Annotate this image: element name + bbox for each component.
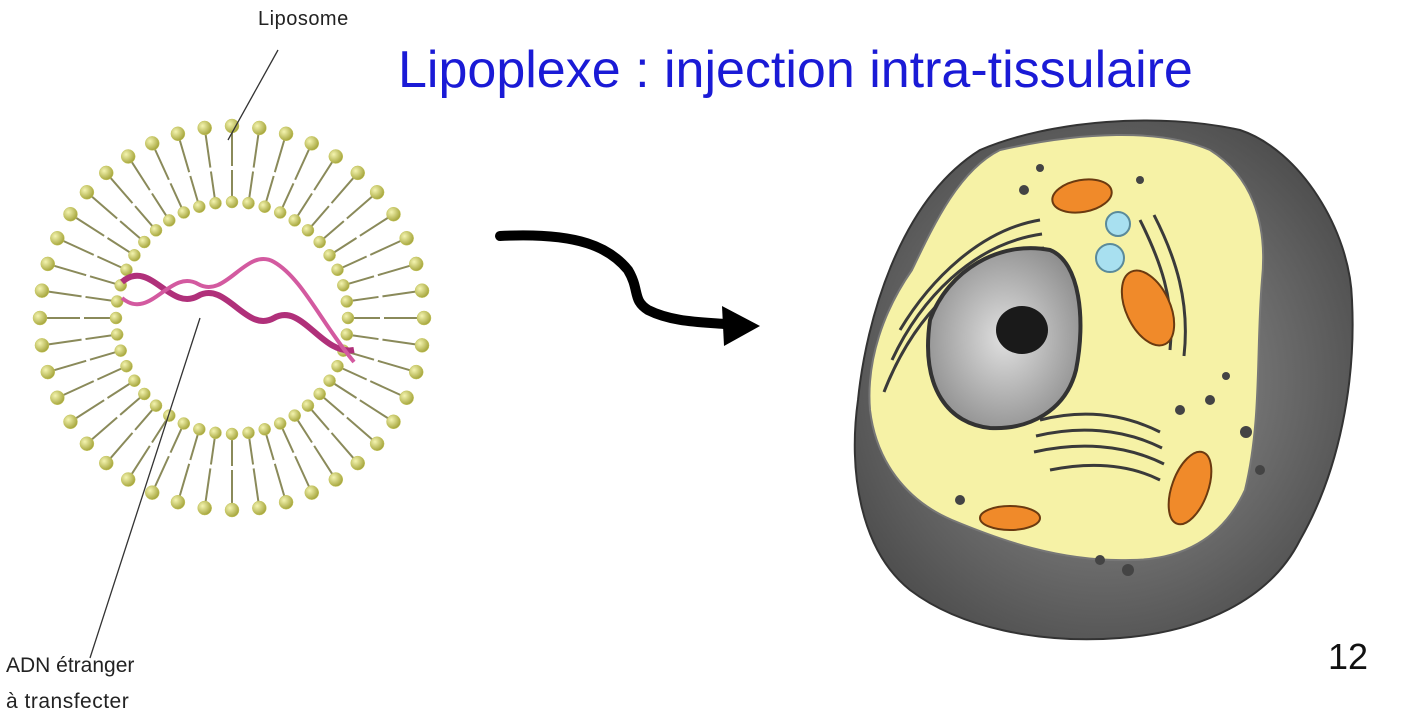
animal-cell-icon — [855, 120, 1353, 639]
liposome-label: Liposome — [258, 8, 349, 31]
adn-label-line2: à transfecter — [6, 690, 129, 714]
slide-title: Lipoplexe : injection intra-tissulaire — [398, 38, 1193, 102]
curved-arrow-icon — [500, 235, 760, 346]
adn-label-line1: ADN étranger — [6, 654, 134, 678]
page-number: 12 — [1328, 636, 1368, 678]
liposome-icon — [33, 119, 431, 517]
